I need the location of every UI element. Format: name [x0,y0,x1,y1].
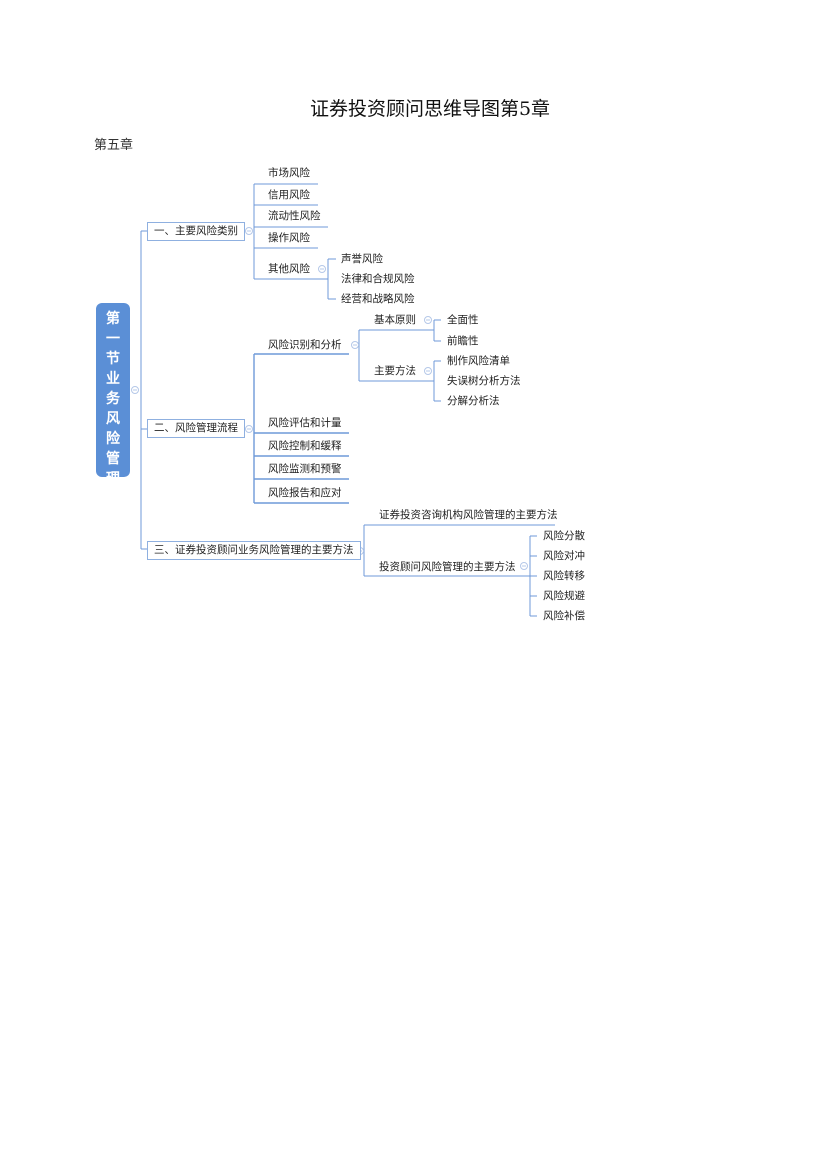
node[interactable]: 风险转移 [543,570,585,582]
node[interactable]: 风险补偿 [543,610,585,622]
node[interactable]: 其他风险 [268,263,310,275]
node-risk-categories[interactable]: 一、主要风险类别 [147,222,245,241]
node[interactable]: 风险规避 [543,590,585,602]
node[interactable]: 风险评估和计量 [268,417,342,429]
node[interactable]: 风险识别和分析 [268,339,342,351]
node[interactable]: 前瞻性 [447,335,479,347]
node[interactable]: 市场风险 [268,167,310,179]
node[interactable]: 风险分散 [543,530,585,542]
node[interactable]: 操作风险 [268,232,310,244]
node[interactable]: 风险报告和应对 [268,487,342,499]
node[interactable]: 基本原则 [374,314,416,326]
node[interactable]: 制作风险清单 [447,355,510,367]
page-title: 证券投资顾问思维导图第5章 [309,98,551,120]
node[interactable]: 流动性风险 [268,210,321,222]
node-risk-methods[interactable]: 三、证券投资顾问业务风险管理的主要方法 [147,541,361,560]
node[interactable]: 失误树分析方法 [447,375,521,387]
node[interactable]: 经营和战略风险 [341,293,415,305]
node[interactable]: 风险监测和预警 [268,463,342,475]
node[interactable]: 证券投资咨询机构风险管理的主要方法 [379,509,558,521]
chapter-label: 第五章 [94,138,134,153]
node[interactable]: 信用风险 [268,189,310,201]
node[interactable]: 法律和合规风险 [341,273,415,285]
node[interactable]: 主要方法 [374,365,416,377]
node[interactable]: 分解分析法 [447,395,500,407]
root-node[interactable]: 第一节业务风险管理 [96,303,130,487]
node[interactable]: 风险控制和缓释 [268,440,342,452]
node[interactable]: 声誉风险 [341,253,383,265]
node-risk-process[interactable]: 二、风险管理流程 [147,419,245,438]
node[interactable]: 投资顾问风险管理的主要方法 [379,561,516,573]
node[interactable]: 全面性 [447,314,479,326]
node[interactable]: 风险对冲 [543,550,585,562]
